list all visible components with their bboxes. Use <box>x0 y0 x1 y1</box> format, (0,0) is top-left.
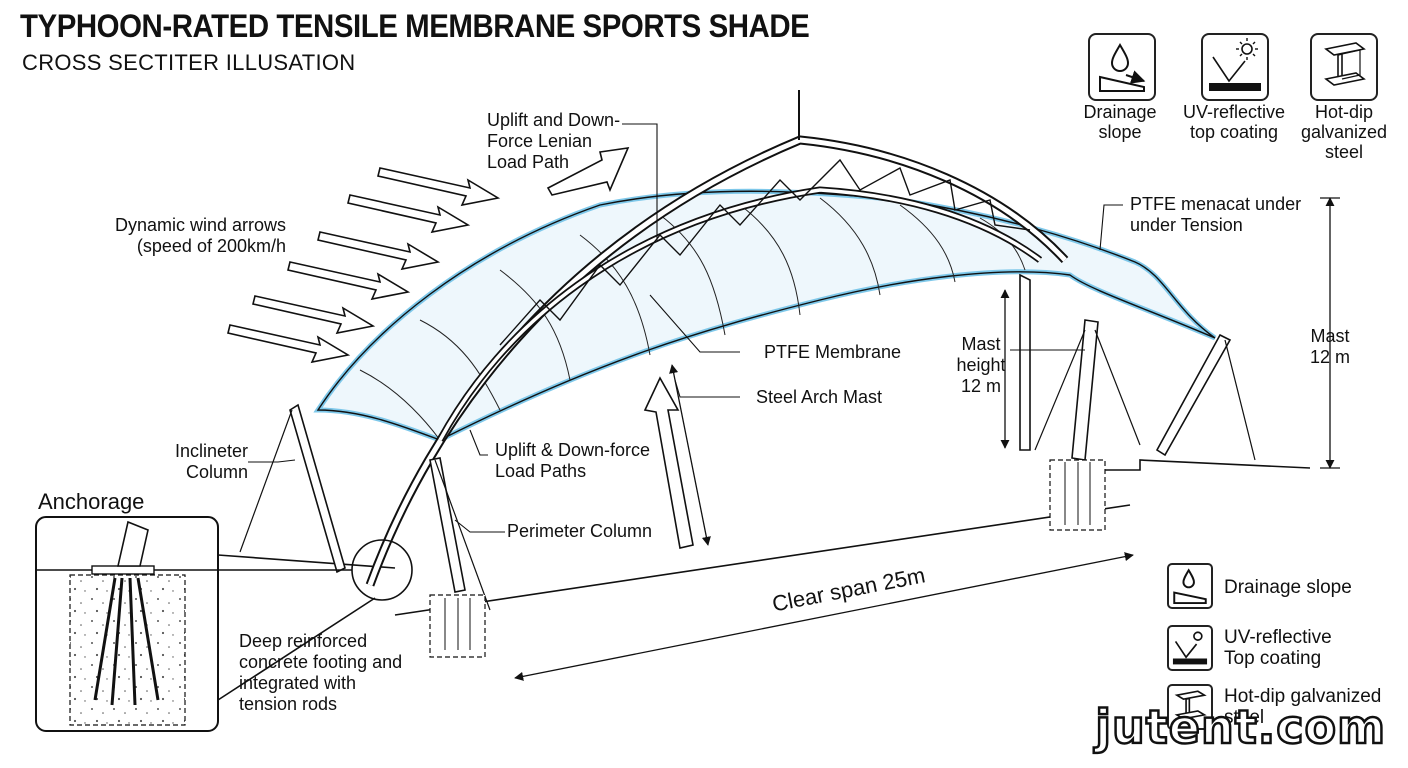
columns <box>289 273 1232 593</box>
steel-arch-mast <box>365 90 1069 587</box>
uplift-arrow <box>643 376 694 549</box>
anchorage-title: Anchorage <box>38 489 145 514</box>
legend-steel-box <box>1167 684 1213 730</box>
page-title: TYPHOON-RATED TENSILE MEMBRANE SPORTS SH… <box>20 8 810 44</box>
drainage-icon-box <box>1088 33 1156 101</box>
anchorage-detail <box>35 516 219 732</box>
ptfe-membrane <box>313 188 1217 443</box>
ptfe-membrane-label: PTFE Membrane <box>764 342 902 362</box>
sun-reflect-icon <box>1209 38 1261 91</box>
legend-drainage-label: Drainage slope <box>1224 577 1352 598</box>
legend-uv-box <box>1167 625 1213 671</box>
wind-arrows-label: Dynamic wind arrows(speed of 200km/h <box>114 215 286 256</box>
dimension-lines <box>514 197 1340 681</box>
water-drop-slope-icon <box>1099 43 1146 92</box>
ground-lines <box>217 459 1311 616</box>
leader-lines <box>140 123 1123 641</box>
column-stays <box>239 329 1256 611</box>
uv-icon-box <box>1201 33 1269 101</box>
top-load-path-arrow <box>546 147 630 196</box>
sun-reflect-icon <box>1172 631 1208 665</box>
watermark: jutent.com <box>1094 699 1386 756</box>
anchorage-callout <box>217 539 413 701</box>
steel-beam-icon <box>1324 42 1366 86</box>
steel-arch-mast-label: Steel Arch Mast <box>756 387 883 407</box>
steel-beam-icon <box>1174 690 1207 720</box>
water-drop-slope-icon <box>1173 568 1207 605</box>
page-subtitle: CROSS SECTITER ILLUSATION <box>22 50 356 75</box>
perimeter-column-label: Perimeter Column <box>507 521 653 541</box>
wind-arrows <box>227 167 501 364</box>
steel-icon-box <box>1310 33 1378 101</box>
legend-drainage-box <box>1167 563 1213 609</box>
